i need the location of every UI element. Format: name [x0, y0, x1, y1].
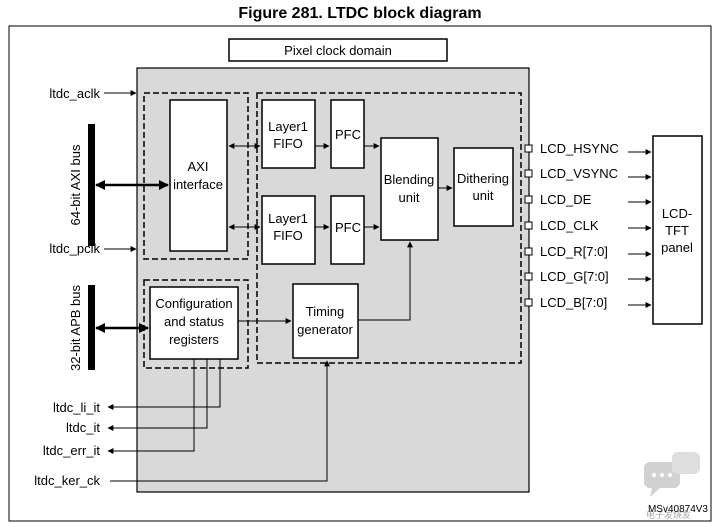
lcd-tft-panel-label-2: TFT [665, 223, 689, 238]
pin-g [524, 272, 533, 281]
config-registers-label-1: Configuration [155, 296, 232, 311]
axi-interface-block [169, 99, 228, 252]
timing-generator-block [292, 283, 359, 359]
chat-bubble-tail-icon [650, 488, 660, 497]
pfc-bottom-block [330, 195, 365, 265]
timing-to-blending-line [358, 241, 413, 321]
lcd-de-label: LCD_DE [540, 192, 592, 207]
lcd-r-label: LCD_R[7:0] [540, 244, 608, 259]
dithering-unit-label-2: unit [473, 188, 494, 203]
ltdc-ker-ck-line [110, 360, 330, 482]
pin-b [524, 298, 533, 307]
pin-de [524, 195, 533, 204]
watermark-text: 电子发烧友 [646, 509, 691, 520]
lcd-vsync-label: LCD_VSYNC [540, 166, 618, 181]
pin-hsync [524, 144, 533, 153]
ltdc-it-line [107, 359, 208, 431]
pfc-top-block [330, 99, 365, 169]
lcd-clk-label: LCD_CLK [540, 218, 599, 233]
timing-generator-label-2: generator [297, 322, 353, 337]
axi-bus-label: 64-bit AXI bus [68, 144, 83, 225]
ltdc-li-it-label: ltdc_li_it [53, 400, 100, 415]
lcd-pins [524, 144, 533, 307]
layer1-fifo-bottom-label-2: FIFO [273, 228, 303, 243]
watermark-logo [644, 452, 700, 497]
axi-interface-label-2: interface [173, 177, 223, 192]
ltdc-err-it-label: ltdc_err_it [43, 443, 100, 458]
layer1-fifo-bottom-block [261, 195, 316, 265]
config-registers-label-3: registers [169, 332, 219, 347]
pin-clk [524, 221, 533, 230]
outer-frame [8, 25, 712, 522]
ltdc-pclk-label: ltdc_pclk [49, 241, 100, 256]
axi-interface-label-1: AXI [188, 159, 209, 174]
lcd-hsync-label: LCD_HSYNC [540, 141, 619, 156]
axi-bus-bar [88, 124, 95, 246]
lcd-tft-panel-label-1: LCD- [662, 206, 692, 221]
apb-bus-bar [88, 285, 95, 370]
layer1-fifo-top-label-1: Layer1 [268, 119, 308, 134]
dithering-unit-block [453, 147, 514, 227]
pixel-clock-domain-box [228, 38, 448, 62]
pixel-clock-domain-label: Pixel clock domain [284, 43, 392, 58]
chat-bubble-icon [644, 462, 680, 488]
blending-unit-block [380, 137, 439, 241]
layer1-fifo-top-label-2: FIFO [273, 136, 303, 151]
lcd-tft-panel-label-3: panel [661, 240, 693, 255]
dithering-unit-label-1: Dithering [457, 171, 509, 186]
timing-generator-label-1: Timing [306, 304, 345, 319]
ltdc-ker-ck-label: ltdc_ker_ck [34, 473, 100, 488]
layer1-fifo-top-block [261, 99, 316, 169]
reference-code: MSv40874V3 [648, 504, 708, 515]
chat-bubble-back-icon [672, 452, 700, 474]
config-dashed-group [143, 279, 249, 369]
pin-vsync [524, 169, 533, 178]
pfc-bottom-label: PFC [335, 220, 361, 235]
pin-r [524, 247, 533, 256]
ltdc-it-label: ltdc_it [66, 420, 100, 435]
ltdc-err-it-line [107, 359, 195, 454]
apb-bus-label: 32-bit APB bus [68, 285, 83, 371]
lcd-g-label: LCD_G[7:0] [540, 269, 609, 284]
lcd-signal-arrows [628, 149, 652, 308]
config-registers-label-2: and status [164, 314, 224, 329]
blending-unit-label-2: unit [399, 190, 420, 205]
ltdc-li-it-line [107, 359, 221, 410]
lcd-tft-panel-block [652, 135, 703, 325]
config-registers-block [149, 286, 239, 360]
layer1-fifo-bottom-label-1: Layer1 [268, 211, 308, 226]
blending-unit-label-1: Blending [384, 172, 435, 187]
figure-title: Figure 281. LTDC block diagram [238, 5, 481, 22]
lcd-b-label: LCD_B[7:0] [540, 295, 607, 310]
pfc-top-label: PFC [335, 127, 361, 142]
ltdc-aclk-label: ltdc_aclk [49, 86, 100, 101]
